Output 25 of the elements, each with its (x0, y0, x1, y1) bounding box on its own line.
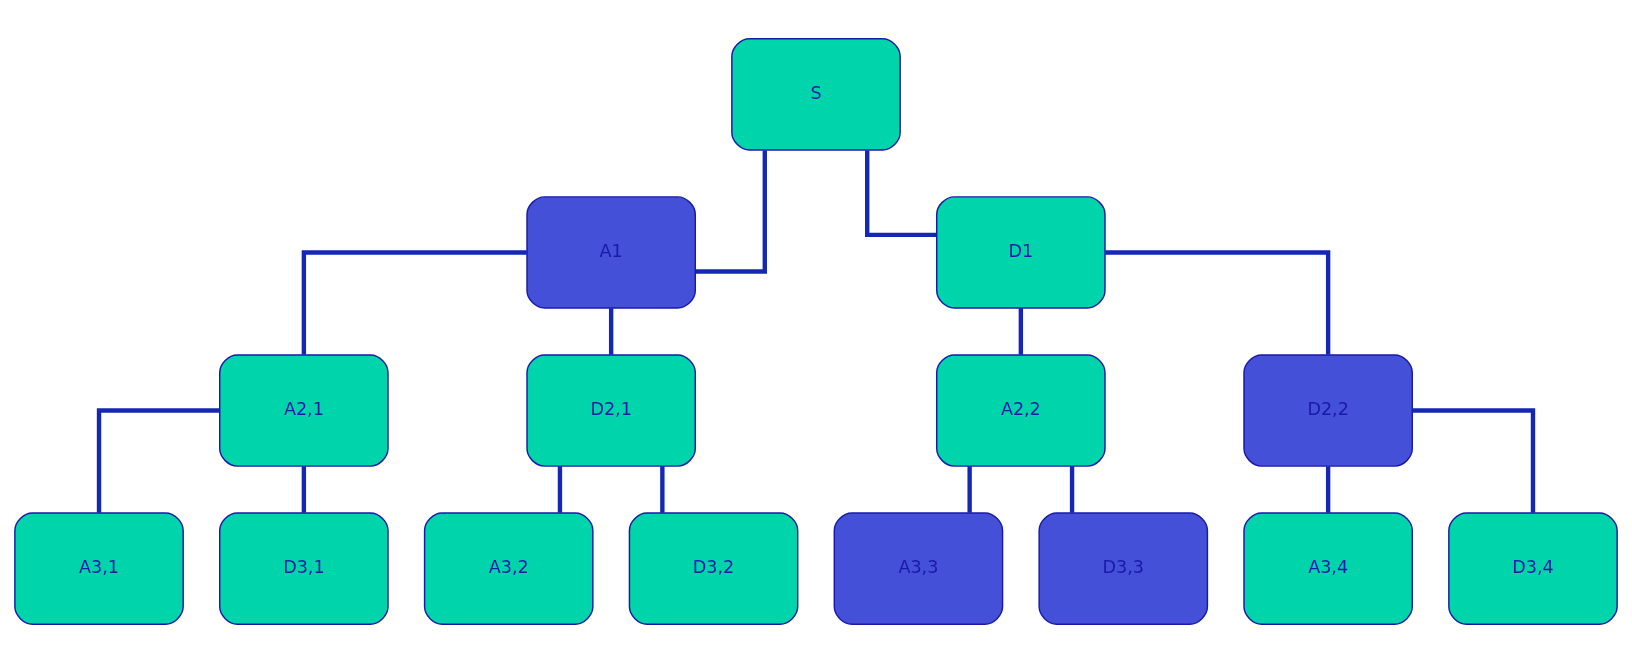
connector (96, 408, 220, 513)
connector (660, 466, 665, 513)
node-box: A3,4 (1243, 512, 1413, 625)
node-box: A3,1 (14, 512, 184, 625)
node-box: D2,1 (526, 354, 696, 467)
node-box: A2,1 (219, 354, 389, 467)
node-box: S (731, 38, 901, 151)
connector (1105, 250, 1331, 355)
connector (695, 150, 767, 274)
node-box: A3,2 (423, 512, 594, 625)
connector (967, 466, 972, 513)
node-box: A2,2 (936, 354, 1106, 467)
connector (1412, 408, 1536, 513)
connector (557, 466, 563, 513)
node-box: D3,2 (628, 512, 799, 625)
connector (865, 150, 937, 238)
connector (1018, 308, 1024, 355)
node-box: D3,1 (219, 512, 389, 625)
connector (1325, 466, 1331, 513)
connector (608, 308, 614, 355)
connector (301, 466, 307, 513)
connector (1069, 466, 1075, 513)
node-box: D3,4 (1448, 512, 1618, 625)
connector (301, 250, 527, 355)
node-box: D1 (936, 196, 1106, 309)
